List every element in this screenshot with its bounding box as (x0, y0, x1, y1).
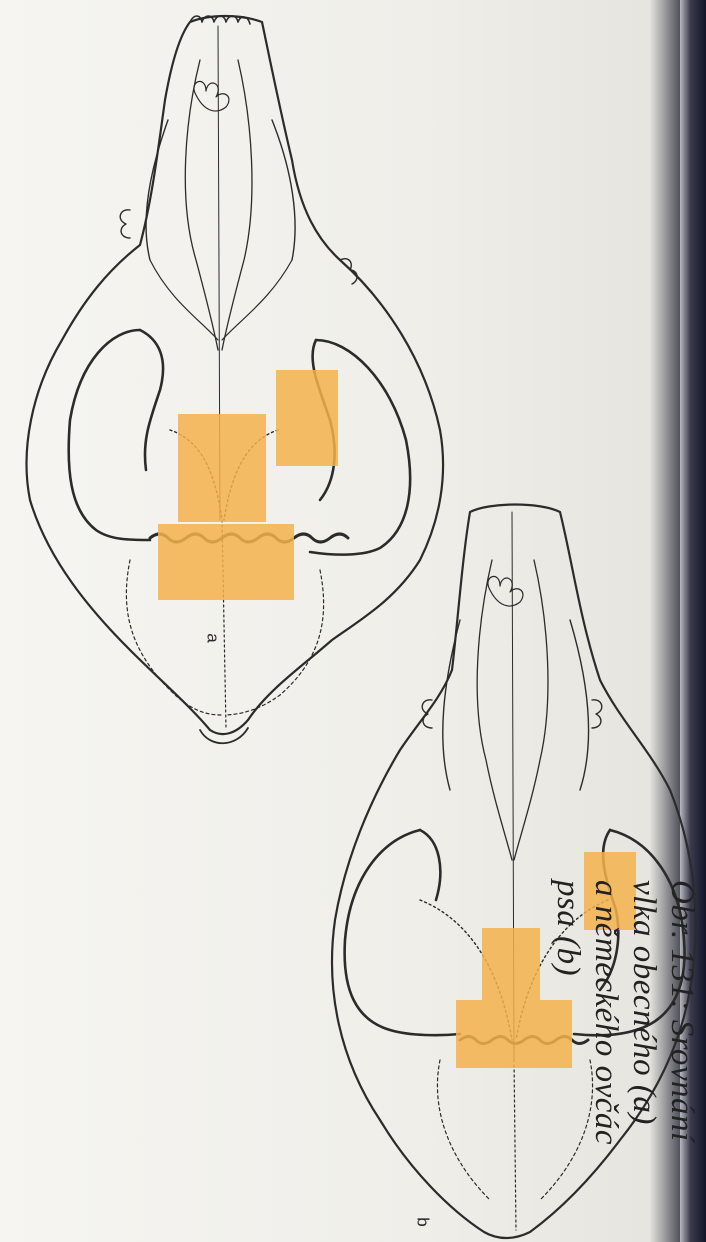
figure-label-a: a (203, 633, 223, 642)
skull-a-highlights (158, 370, 338, 600)
highlight-b-center-upper (482, 928, 540, 1000)
caption-line-3: a německého ovčác (587, 880, 624, 1145)
highlight-a-side (276, 370, 338, 466)
caption-line-2: vlka obecného (a) (625, 880, 662, 1125)
skull-b-drawing (332, 505, 696, 1239)
caption-line-4: psa (b) (549, 880, 586, 976)
skull-a-drawing (27, 16, 444, 743)
highlight-b-center-lower (456, 1000, 572, 1068)
highlight-a-center-upper (178, 414, 266, 522)
highlight-a-center-lower (158, 524, 294, 600)
caption-line-1: Obr. 131: Srovnání (663, 880, 700, 1142)
figure-label-b: b (413, 1217, 433, 1226)
